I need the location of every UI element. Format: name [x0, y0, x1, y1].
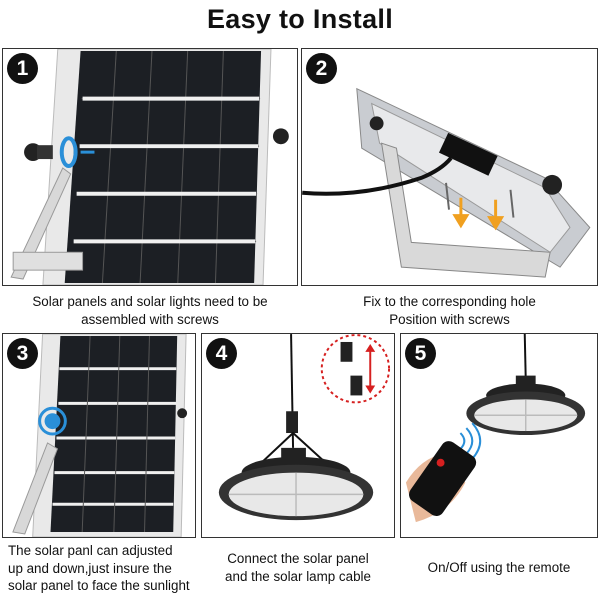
page-title: Easy to Install	[206, 4, 394, 34]
step-5-caption: On/Off using the remote	[427, 560, 571, 575]
step-3-panel: 3	[2, 333, 196, 538]
step-4-caption: Connect the solar panel and the solar la…	[225, 551, 371, 584]
cable-connection-illustration	[218, 334, 391, 521]
panel-angle-adjust-illustration	[12, 334, 188, 537]
step-2-panel: 2	[301, 48, 598, 286]
step-2-badge: 2	[306, 53, 337, 84]
step-2-caption: Fix to the corresponding hole Position w…	[363, 294, 536, 327]
mounting-bracket-illustration	[302, 87, 591, 278]
step-1-badge: 1	[7, 53, 38, 84]
step-4-badge: 4	[206, 338, 237, 369]
step-3-caption: The solar panl can adjusted up and down,…	[8, 543, 190, 593]
step-5-badge: 5	[405, 338, 436, 369]
step-5-panel: 5	[400, 333, 598, 538]
step-1-caption: Solar panels and solar lights need to be…	[32, 294, 268, 327]
remote-control-illustration	[405, 334, 586, 523]
step-1-panel: 1	[2, 48, 298, 286]
step-4-panel: 4	[201, 333, 395, 538]
step-3-badge: 3	[7, 338, 38, 369]
solar-panel-screw-illustration	[10, 49, 289, 285]
